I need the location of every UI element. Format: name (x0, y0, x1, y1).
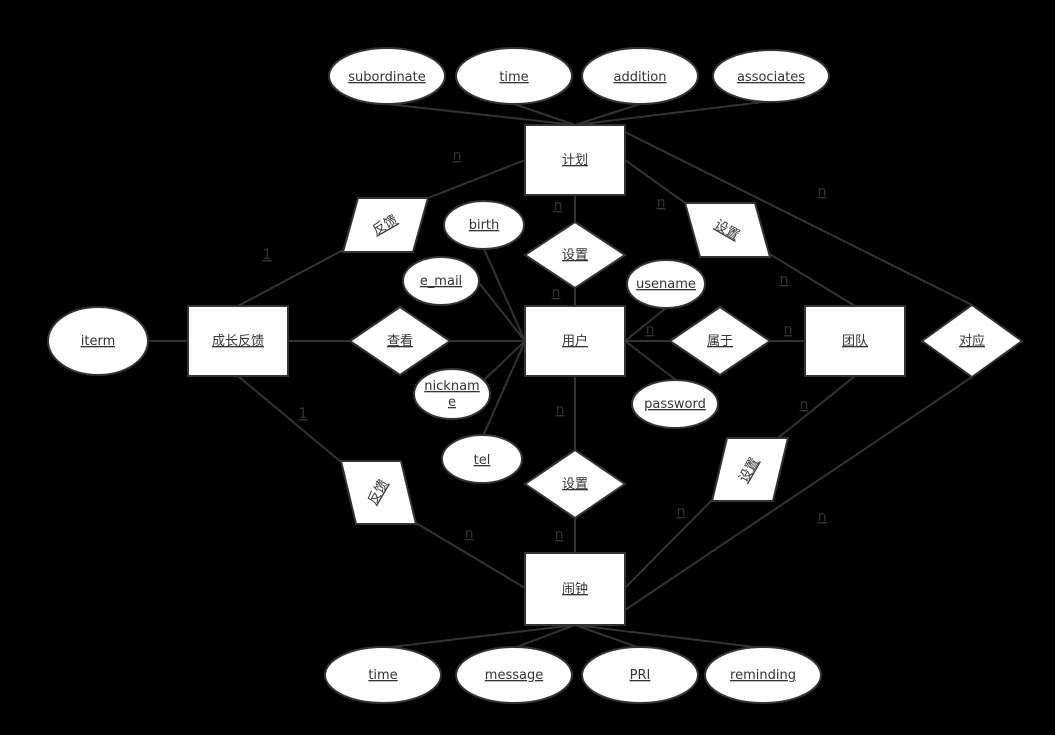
attribute-plan-addition-label: addition (614, 70, 667, 85)
entity-user-label: 用户 (562, 333, 588, 349)
relationship-belongs-to[interactable]: 属于 (668, 305, 772, 377)
edge-alarm-correspond (624, 376, 973, 611)
attribute-user-tel-label: tel (474, 453, 491, 468)
card-team-belongs: n (784, 322, 793, 338)
card-user-set-alarm-top: n (556, 402, 565, 418)
card-growth-feedback-top: 1 (263, 247, 272, 263)
attribute-user-usename[interactable]: usename (626, 259, 706, 309)
entity-alarm-label: 闹钟 (562, 581, 588, 597)
entity-alarm[interactable]: 闹钟 (524, 552, 626, 626)
card-plan-set-team-right: n (780, 272, 789, 288)
edge-user-tel (482, 340, 526, 437)
edge-plan-time (513, 103, 576, 126)
relationship-correspond-label: 对应 (959, 333, 985, 349)
edge-alarm-reminding (574, 624, 764, 649)
attribute-plan-subordinate[interactable]: subordinate (328, 47, 446, 105)
relationship-view[interactable]: 查看 (348, 305, 452, 377)
relationship-correspond[interactable]: 对应 (920, 303, 1024, 379)
edge-feedback-bottom-alarm (415, 522, 526, 589)
attribute-alarm-message[interactable]: message (455, 646, 573, 704)
relationship-set-user-alarm[interactable]: 设置 (523, 448, 627, 520)
cardinalities: n 1 n n n n n n n n n 1 n n n n (263, 148, 827, 543)
card-alarm-set-team: n (677, 504, 686, 520)
edge-user-password (624, 340, 677, 381)
card-plan-correspond: n (818, 184, 827, 200)
card-plan-set-user-top: n (554, 198, 563, 214)
relationship-feedback-top[interactable]: 反馈 (341, 197, 430, 253)
relationship-set-alarm-team[interactable]: 设置 (710, 437, 790, 502)
attribute-alarm-reminding-label: reminding (730, 668, 796, 683)
attribute-alarm-reminding[interactable]: reminding (704, 646, 822, 704)
edge-user-email (479, 283, 526, 342)
card-alarm-feedback: n (465, 526, 474, 542)
attribute-growth-feedback-iterm-label: iterm (81, 334, 116, 349)
edge-user-usename (624, 307, 667, 342)
attribute-user-email[interactable]: e_mail (402, 256, 480, 306)
edge-plan-set-team (624, 159, 686, 204)
card-plan-feedback: n (453, 148, 462, 164)
relationship-feedback-bottom[interactable]: 反馈 (339, 460, 418, 525)
entity-user[interactable]: 用户 (524, 305, 626, 377)
edge-team-set-bottom (777, 375, 856, 439)
edge-set-bottom-alarm (624, 499, 713, 589)
edge-plan-feedback-top (427, 159, 526, 199)
attribute-alarm-pri-label: PRI (630, 668, 651, 683)
attribute-user-usename-label: usename (636, 277, 696, 292)
entity-team[interactable]: 团队 (804, 305, 906, 377)
entity-team-label: 团队 (842, 334, 868, 349)
attribute-plan-time-label: time (499, 70, 528, 85)
attribute-plan-associates[interactable]: associates (712, 49, 830, 103)
attribute-user-email-label: e_mail (420, 274, 462, 289)
attribute-user-password[interactable]: password (631, 379, 719, 429)
attribute-user-birth-label: birth (469, 218, 500, 233)
edge-growth-feedback-bottom (237, 375, 342, 463)
relationship-set-plan-team[interactable]: 设置 (683, 202, 772, 258)
edges (147, 100, 973, 649)
card-user-belongs: n (646, 322, 655, 338)
edge-alarm-time (382, 624, 576, 649)
edge-user-nickname (483, 340, 526, 381)
entity-plan-label: 计划 (562, 153, 588, 168)
relationship-set-user-alarm-label: 设置 (562, 477, 588, 492)
attribute-plan-addition[interactable]: addition (581, 47, 699, 105)
relationship-view-label: 查看 (387, 333, 413, 349)
card-team-set-alarm: n (800, 397, 809, 413)
card-alarm-correspond: n (818, 509, 827, 525)
attribute-alarm-message-label: message (485, 668, 543, 683)
edge-feedback-top-growth (237, 249, 344, 307)
attribute-user-tel[interactable]: tel (441, 434, 523, 484)
attribute-plan-time[interactable]: time (455, 47, 573, 105)
edge-alarm-pri (574, 624, 641, 649)
attribute-user-birth[interactable]: birth (443, 200, 525, 250)
attribute-user-password-label: password (644, 397, 706, 412)
entity-growth-feedback-label: 成长反馈 (212, 334, 264, 349)
edge-plan-addition (574, 103, 641, 126)
entity-growth-feedback[interactable]: 成长反馈 (187, 305, 289, 377)
card-growth-feedback-bottom: 1 (299, 406, 308, 422)
edge-alarm-message (513, 624, 576, 649)
relationship-set-plan-user-label: 设置 (562, 248, 588, 263)
edge-set-team (767, 252, 856, 307)
attribute-plan-subordinate-label: subordinate (348, 70, 426, 85)
relationship-set-plan-user[interactable]: 设置 (523, 220, 627, 290)
card-user-set-alarm-bottom: n (555, 527, 564, 543)
card-plan-set-user-bottom: n (552, 285, 561, 301)
entity-plan[interactable]: 计划 (524, 124, 626, 196)
attribute-alarm-pri[interactable]: PRI (581, 646, 699, 704)
attribute-plan-associates-label: associates (737, 70, 805, 85)
edge-plan-associates (574, 100, 772, 126)
edge-plan-correspond (624, 131, 973, 306)
attribute-alarm-time[interactable]: time (324, 646, 442, 704)
edge-plan-subordinate (386, 103, 576, 126)
edge-user-birth (483, 248, 526, 342)
attribute-alarm-time-label: time (368, 668, 397, 683)
attribute-growth-feedback-iterm[interactable]: iterm (47, 306, 149, 376)
relationship-belongs-to-label: 属于 (707, 334, 733, 349)
card-plan-set-team-left: n (657, 195, 666, 211)
